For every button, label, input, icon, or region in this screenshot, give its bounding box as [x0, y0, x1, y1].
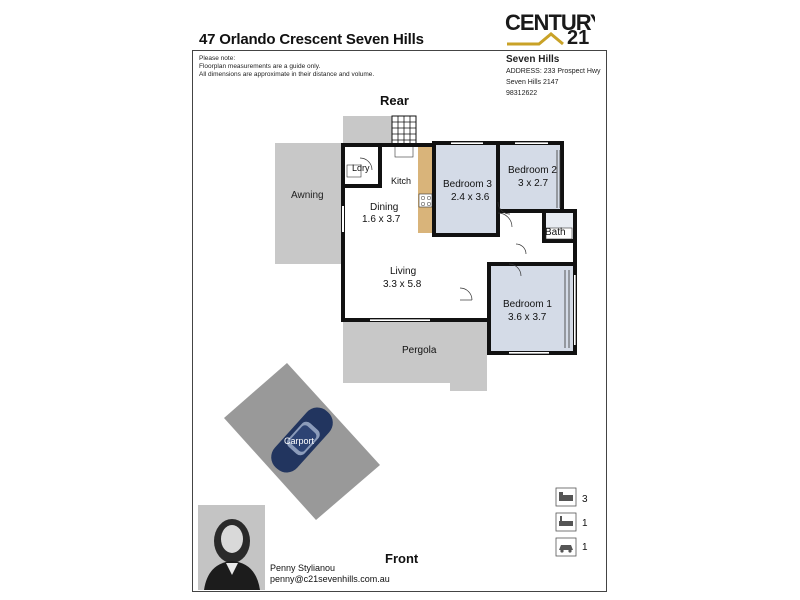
bedroom1-size: 3.6 x 3.7	[508, 312, 547, 323]
agent-contact: Penny Stylianou penny@c21sevenhills.com.…	[270, 563, 390, 585]
disclaimer-note: Please note: Floorplan measurements are …	[199, 55, 374, 79]
bedroom1-label: Bedroom 1	[503, 299, 552, 310]
bedroom2-floor	[498, 145, 562, 211]
office-suburb: Seven Hills 2147	[506, 79, 559, 86]
rear-landing	[343, 116, 393, 144]
awning-label: Awning	[291, 190, 324, 201]
bedroom2-label: Bedroom 2	[508, 165, 557, 176]
kitchen-bench	[418, 145, 434, 233]
bath-label: Bath	[545, 227, 566, 238]
bathtub	[545, 227, 573, 240]
laundry-label: Ldry	[352, 163, 370, 173]
bedroom3-label: Bedroom 3	[443, 179, 492, 190]
office-address: ADDRESS: 233 Prospect Hwy	[506, 68, 601, 75]
agent-name: Penny Stylianou	[270, 563, 336, 573]
bed-icon	[555, 487, 577, 507]
laundry-tub	[346, 164, 362, 178]
note-line-1: Floorplan measurements are a guide only.	[199, 63, 321, 70]
bath-icon	[555, 512, 577, 532]
dining-label: Dining	[370, 202, 399, 213]
office-phone: 98312622	[506, 90, 538, 97]
pergola-label: Pergola	[402, 345, 437, 356]
century21-logo: CENTURY 21	[505, 10, 595, 48]
main-west-south-wall	[341, 143, 489, 322]
stats-icons	[555, 487, 577, 557]
note-heading: Please note:	[199, 55, 236, 62]
living-label: Living	[390, 266, 417, 277]
bathroom-count: 1	[582, 518, 588, 529]
parking-count: 1	[582, 542, 588, 553]
property-title: 47 Orlando Crescent Seven Hills	[199, 31, 424, 48]
sheet-border	[192, 50, 607, 592]
svg-text:CENTURY: CENTURY	[505, 10, 595, 35]
office-name: Seven Hills	[506, 54, 560, 65]
carport-label: Carport	[284, 436, 315, 446]
agent-photo	[198, 505, 265, 590]
note-line-2: All dimensions are approximate in their …	[199, 71, 375, 78]
bed1-door-swing	[508, 263, 522, 277]
bed2-door-swing	[497, 201, 511, 215]
agent-email[interactable]: penny@c21sevenhills.com.au	[270, 574, 390, 584]
svg-text:21: 21	[567, 27, 589, 48]
bedroom2-size: 3 x 2.7	[518, 178, 549, 189]
cooktop	[418, 193, 433, 208]
bedroom-count: 3	[582, 494, 588, 505]
entry-door-swing	[459, 287, 473, 301]
pergola-area	[343, 320, 487, 383]
awning-area	[275, 143, 341, 264]
rear-label: Rear	[380, 93, 409, 108]
bedroom3-size: 2.4 x 3.6	[451, 192, 490, 203]
car-graphic	[271, 407, 333, 473]
kitchen-label: Kitch	[391, 176, 412, 186]
front-label: Front	[385, 551, 419, 566]
bedroom3-floor	[434, 145, 498, 235]
dining-size: 1.6 x 3.7	[362, 214, 401, 225]
bedroom1-floor	[489, 264, 574, 353]
car-icon	[555, 537, 577, 557]
office-details: Seven Hills ADDRESS: 233 Prospect Hwy Se…	[506, 54, 601, 99]
living-size: 3.3 x 5.8	[383, 279, 422, 290]
